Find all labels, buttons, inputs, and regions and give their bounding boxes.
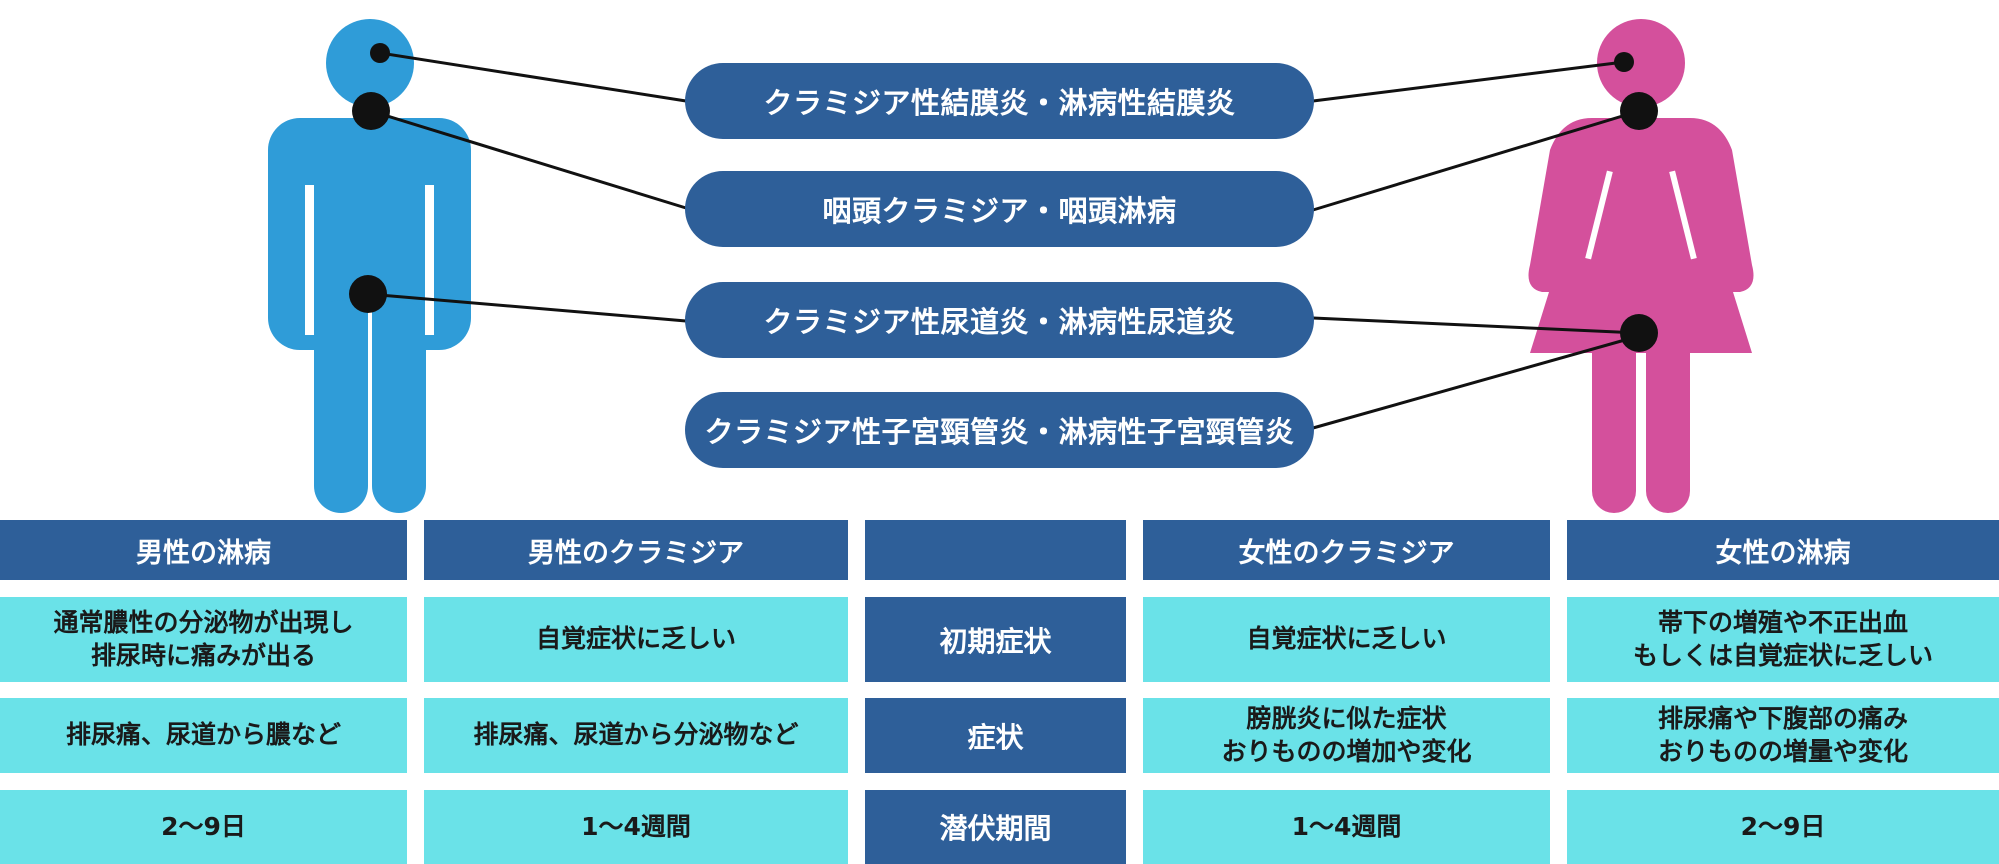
female-figure-icon <box>1528 19 1754 513</box>
row-label-initial-symptoms: 初期症状 <box>865 597 1126 682</box>
male-throat-marker <box>352 92 390 130</box>
male-eye-marker <box>370 43 390 63</box>
connector-line <box>379 51 687 103</box>
table-cell: 排尿痛、尿道から分泌物など <box>424 698 848 773</box>
table-cell: 膀胱炎に似た症状 おりものの増加や変化 <box>1143 698 1550 773</box>
male-figure-icon <box>268 19 471 513</box>
table-cell: 2〜9日 <box>1567 790 1999 864</box>
connector-line <box>1312 316 1640 335</box>
site-markers <box>349 43 1658 352</box>
connector-line <box>370 109 687 210</box>
connector-lines <box>367 51 1640 430</box>
table-cell: 1〜4週間 <box>424 790 848 864</box>
row-label-symptoms: 症状 <box>865 698 1126 773</box>
header-male-chlamydia: 男性のクラミジア <box>424 520 848 580</box>
header-female-gonorrhea: 女性の淋病 <box>1567 520 1999 580</box>
header-female-chlamydia: 女性のクラミジア <box>1143 520 1550 580</box>
infection-label-eye: クラミジア性結膜炎・淋病性結膜炎 <box>685 63 1314 139</box>
connector-line <box>1312 109 1640 212</box>
table-cell: 排尿痛、尿道から膿など <box>0 698 407 773</box>
infection-label-cervix: クラミジア性子宮頸管炎・淋病性子宮頸管炎 <box>685 392 1314 468</box>
table-cell: 排尿痛や下腹部の痛み おりものの増量や変化 <box>1567 698 1999 773</box>
connector-line <box>1312 334 1640 430</box>
header-blank <box>865 520 1126 580</box>
infection-label-urethra: クラミジア性尿道炎・淋病性尿道炎 <box>685 282 1314 358</box>
connector-line <box>1312 60 1625 103</box>
anatomy-diagram <box>268 19 1754 513</box>
female-eye-marker <box>1614 52 1634 72</box>
table-cell: 自覚症状に乏しい <box>1143 597 1550 682</box>
female-throat-marker <box>1620 92 1658 130</box>
table-cell: 1〜4週間 <box>1143 790 1550 864</box>
female-cervix-marker <box>1620 314 1658 352</box>
row-label-incubation-period: 潜伏期間 <box>865 790 1126 864</box>
infection-label-throat: 咽頭クラミジア・咽頭淋病 <box>685 171 1314 247</box>
table-cell: 帯下の増殖や不正出血 もしくは自覚症状に乏しい <box>1567 597 1999 682</box>
male-urethra-marker <box>349 275 387 313</box>
connector-line <box>367 292 687 323</box>
table-cell: 自覚症状に乏しい <box>424 597 848 682</box>
table-cell: 2〜9日 <box>0 790 407 864</box>
header-male-gonorrhea: 男性の淋病 <box>0 520 407 580</box>
table-cell: 通常膿性の分泌物が出現し 排尿時に痛みが出る <box>0 597 407 682</box>
